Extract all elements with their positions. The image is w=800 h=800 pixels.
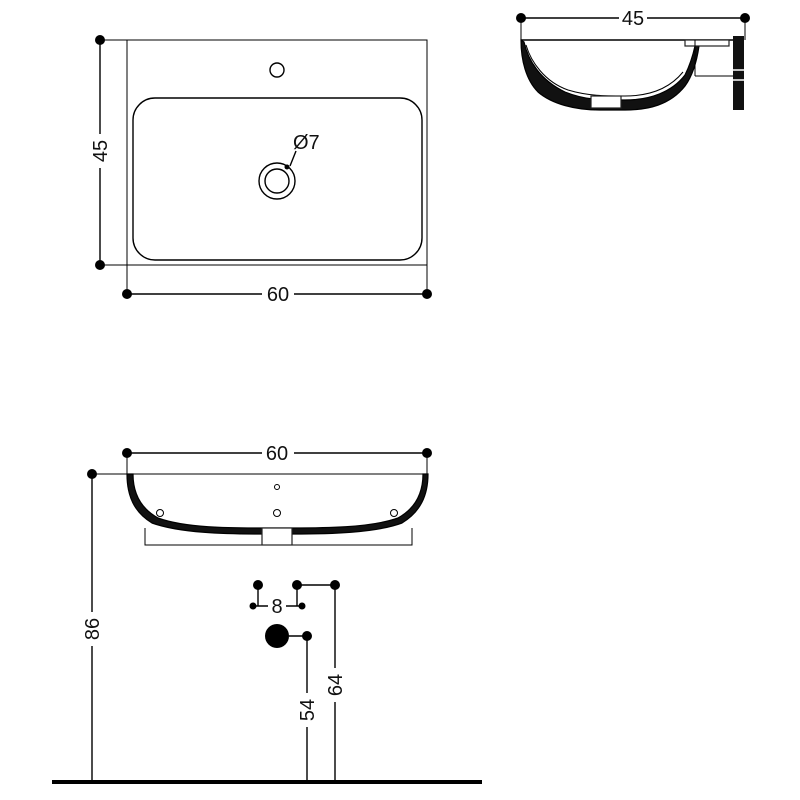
spacing-dot-br xyxy=(298,602,306,610)
side-depth-label: 45 xyxy=(622,8,644,30)
waste-outlet xyxy=(265,624,289,648)
drain-diameter-label: Ø7 xyxy=(293,132,320,154)
side-label-mask xyxy=(619,7,647,29)
side-overflow xyxy=(684,39,730,47)
front-fix-hole-left xyxy=(156,509,164,517)
width-label-top: 60 xyxy=(267,284,289,306)
supply-label-mask xyxy=(323,668,347,702)
depth-dim-dot-top xyxy=(95,35,105,45)
side-wall xyxy=(733,36,744,110)
drain-inner xyxy=(264,168,290,194)
front-tap-hole xyxy=(274,484,280,490)
drain-leader xyxy=(289,150,297,167)
basin-outline-top xyxy=(126,39,428,266)
side-bowl-inner xyxy=(525,44,684,97)
bowl-outline-top xyxy=(132,97,423,261)
front-view: 60 86 8 64 xyxy=(52,441,482,784)
front-width-label: 60 xyxy=(266,443,288,465)
front-base-outline-right xyxy=(292,528,413,546)
front-width-label-mask xyxy=(262,441,294,463)
waste-label-mask xyxy=(295,693,319,727)
depth-dim-dot-bottom xyxy=(95,260,105,270)
front-height-label: 86 xyxy=(82,618,104,640)
front-drain xyxy=(261,527,293,546)
front-overflow-hole xyxy=(273,509,281,517)
tap-hole xyxy=(269,62,285,78)
side-view: 45 xyxy=(516,7,750,111)
top-view: Ø7 60 45 xyxy=(88,35,432,306)
pipe-spacing-label: 8 xyxy=(271,596,282,618)
depth-label-mask xyxy=(88,134,112,168)
depth-label-top: 45 xyxy=(90,140,112,162)
front-bowl-shell xyxy=(126,473,429,535)
front-fix-hole-right xyxy=(390,509,398,517)
width-label-mask xyxy=(262,282,294,304)
waste-height-label: 54 xyxy=(297,699,319,721)
drain-outer xyxy=(258,162,296,200)
front-height-label-mask xyxy=(80,612,104,646)
front-base-outline xyxy=(144,528,262,546)
front-height-dot xyxy=(87,469,97,479)
side-drain xyxy=(590,95,622,109)
width-dim-dot-right xyxy=(422,289,432,299)
spacing-label-mask xyxy=(268,595,286,617)
spacing-dot-tl xyxy=(253,580,263,590)
supply-height-label: 64 xyxy=(325,674,347,696)
drain-leader-dot xyxy=(284,164,290,170)
width-dim-dot-left xyxy=(122,289,132,299)
spacing-dot-bl xyxy=(249,602,257,610)
